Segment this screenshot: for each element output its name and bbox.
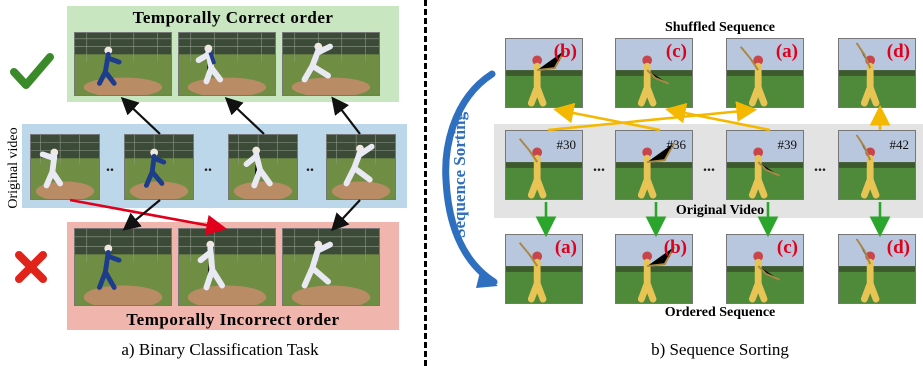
golf-frame: #36 [615,130,693,200]
original-video-title: Original Video [675,203,765,218]
golf-frame: (d) [838,234,916,304]
baseball-frame [74,228,172,306]
frame-number: #36 [666,137,687,152]
shuffled-label: (c) [665,41,687,62]
shuffled-label: (d) [886,41,910,62]
baseball-frame [30,134,100,200]
checkmark-icon [10,53,54,89]
cross-icon [15,251,47,283]
baseball-frame [282,32,380,96]
frame-number: #42 [889,137,910,152]
shuffled-label: (b) [553,41,577,62]
frame-number: #30 [556,137,577,152]
baseball-frame [74,32,172,96]
baseball-frame [228,134,298,200]
ordered-sequence-title: Ordered Sequence [664,305,776,320]
sorting-arrow [442,70,498,288]
golf-frame: (c) [615,38,693,108]
shuffled-label: (a) [775,41,798,62]
golf-frame: (a) [726,38,804,108]
ordered-label: (c) [776,237,798,258]
baseball-frame [178,228,276,306]
caption-a: a) Binary Classification Task [121,340,319,359]
panel-a-arrows [69,96,361,236]
correct-order-title: Temporally Correct order [132,8,334,27]
ellipsis: ... [593,158,605,175]
ordered-label: (d) [886,237,910,258]
caption-b: b) Sequence Sorting [651,340,789,359]
frame-number: #39 [777,137,798,152]
golf-frame: (d) [838,38,916,108]
ordered-label: (b) [663,237,687,258]
incorrect-order-title: Temporally Incorrect order [126,310,340,329]
golf-frame: #30 [505,130,583,200]
ellipsis: ... [703,158,715,175]
baseball-frame [124,134,194,200]
shuffled-sequence-title: Shuffled Sequence [664,20,776,35]
ellipsis: .. [204,158,212,175]
ordered-label: (a) [554,237,577,258]
golf-frame: #42 [838,130,916,200]
golf-frame: (a) [505,234,583,304]
baseball-frame [282,228,380,306]
golf-frame: (b) [505,38,583,108]
divider [424,0,427,366]
golf-frame: #39 [726,130,804,200]
ellipsis: ... [814,158,826,175]
golf-frame: (b) [615,234,693,304]
baseball-frame [326,134,396,200]
ellipsis: .. [106,158,114,175]
ellipsis: .. [306,158,314,175]
baseball-frame [178,32,276,96]
